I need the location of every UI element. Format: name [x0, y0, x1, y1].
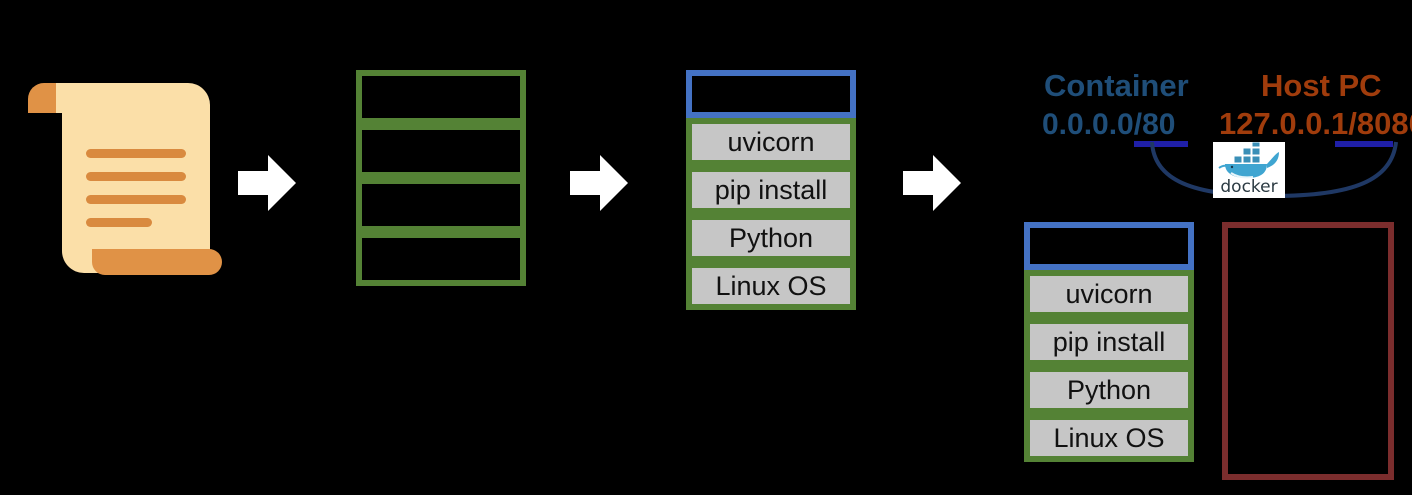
- layer-label: Python: [1066, 374, 1152, 405]
- layer-label: pip install: [1052, 326, 1166, 357]
- layer-empty-4: [356, 232, 526, 286]
- layer-empty-1: [356, 70, 526, 124]
- layer-pip-install: pip install: [686, 166, 856, 214]
- layer-label: uvicorn: [727, 126, 815, 157]
- layer-label: uvicorn: [1065, 278, 1153, 309]
- layer-label: Python: [728, 222, 814, 253]
- layer-uvicorn: uvicorn: [686, 118, 856, 166]
- container-address: 0.0.0.0/80: [1042, 108, 1176, 141]
- layer-empty-3: [356, 178, 526, 232]
- host-port-underline: [1335, 141, 1393, 147]
- host-address: 127.0.0.1/8080: [1219, 106, 1412, 141]
- image-layer-stack: uvicorn pip install Python Linux OS: [686, 70, 856, 310]
- layer-label: Linux OS: [715, 270, 827, 301]
- arrow-1: [238, 155, 296, 211]
- docker-whale-glyph: [1218, 142, 1279, 179]
- layer-python: Python: [1024, 366, 1194, 414]
- scroll-text-line: [86, 172, 186, 181]
- docker-whale-logo: docker: [1213, 142, 1285, 198]
- scroll-text-line: [86, 218, 152, 227]
- scroll-text-line: [86, 149, 186, 158]
- layer-app-empty: [686, 70, 856, 118]
- container-heading: Container: [1044, 68, 1189, 103]
- arrow-2: [570, 155, 628, 211]
- container-layer-stack: uvicorn pip install Python Linux OS: [1024, 222, 1194, 462]
- scroll-bottom-curl: [92, 249, 222, 275]
- layer-linux-os: Linux OS: [686, 262, 856, 310]
- layer-app-empty: [1024, 222, 1194, 270]
- layer-uvicorn: uvicorn: [1024, 270, 1194, 318]
- layer-linux-os: Linux OS: [1024, 414, 1194, 462]
- scroll-document-icon: [14, 83, 226, 283]
- arrow-3: [903, 155, 961, 211]
- host-pc-heading: Host PC: [1261, 68, 1382, 103]
- layer-python: Python: [686, 214, 856, 262]
- docker-wordmark: docker: [1220, 177, 1278, 197]
- container-port-underline: [1134, 141, 1188, 147]
- host-pc-box: [1222, 222, 1394, 480]
- layer-pip-install: pip install: [1024, 318, 1194, 366]
- layer-label: Linux OS: [1053, 422, 1165, 453]
- scroll-top-curl: [28, 83, 86, 113]
- empty-layer-stack: [356, 70, 526, 286]
- scroll-text-line: [86, 195, 186, 204]
- layer-empty-2: [356, 124, 526, 178]
- layer-label: pip install: [714, 174, 828, 205]
